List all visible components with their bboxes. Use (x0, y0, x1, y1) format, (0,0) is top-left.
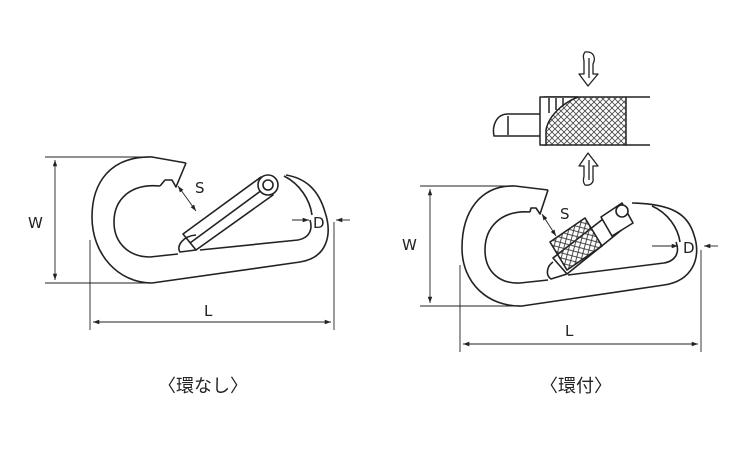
lock-detail (492, 96, 650, 146)
left-l-label: L (204, 302, 213, 320)
rotate-down-arrow-icon (578, 51, 599, 87)
left-body-outer (91, 156, 329, 284)
right-l-label: L (565, 322, 574, 340)
right-lock-sleeve (549, 217, 603, 271)
left-gate-pivot (257, 174, 279, 196)
right-w-label: W (402, 236, 417, 254)
right-s-dimension (541, 213, 557, 237)
left-s-label: S (195, 179, 205, 197)
left-s-dimension (177, 185, 197, 212)
right-d-label: D (683, 239, 695, 257)
lock-detail-sleeve (543, 96, 627, 146)
lock-detail-gate-tip (492, 113, 540, 137)
left-d-label: D (313, 214, 325, 232)
left-caption: 〈環なし〉 (158, 376, 248, 397)
right-caption: 〈環付〉 (540, 376, 612, 397)
right-dimensions (420, 185, 718, 352)
right-s-label: S (560, 205, 570, 223)
left-carabiner (91, 156, 329, 284)
left-w-label: W (28, 214, 43, 232)
left-dimensions (45, 156, 350, 330)
rotate-up-arrow-icon (578, 152, 599, 186)
right-hook-notch (529, 189, 549, 215)
left-body-inner (113, 184, 179, 258)
left-hook-notch (159, 162, 187, 188)
right-body-inner (484, 211, 549, 284)
